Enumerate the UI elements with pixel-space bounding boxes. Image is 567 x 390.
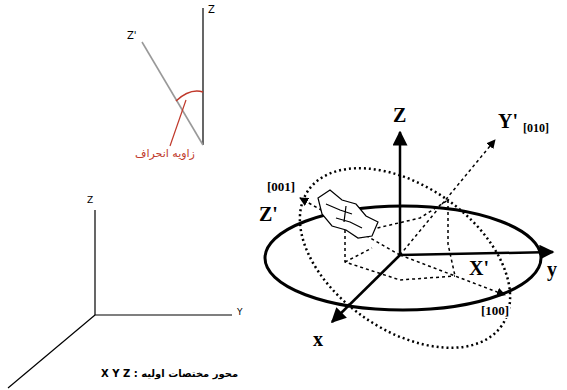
- axis-letter: Z: [86, 196, 94, 206]
- angle-caption: زاویه انحراف: [134, 148, 196, 160]
- axis-letter: y: [546, 258, 558, 280]
- miller-index: [100]: [480, 304, 510, 318]
- initial-axes: [8, 210, 232, 388]
- crystal-axes: [265, 131, 553, 384]
- miller-index: [001]: [266, 180, 296, 194]
- crystal-sketch: [318, 190, 378, 238]
- axis-letter: X': [468, 257, 490, 279]
- miller-index: [010]: [522, 122, 550, 135]
- axis-letter: Y: [236, 308, 244, 318]
- axis-letter: Z': [258, 203, 279, 225]
- axis-letter: Z': [126, 30, 138, 41]
- axis-letter: Z: [207, 4, 216, 15]
- axis-letter: x: [312, 328, 324, 350]
- axis-letter: Y': [497, 110, 519, 132]
- axes-caption: محور مختصات اولیه : X Y Z: [100, 368, 239, 379]
- deviation-sketch: [142, 8, 203, 146]
- axis-letter: Z: [392, 104, 407, 126]
